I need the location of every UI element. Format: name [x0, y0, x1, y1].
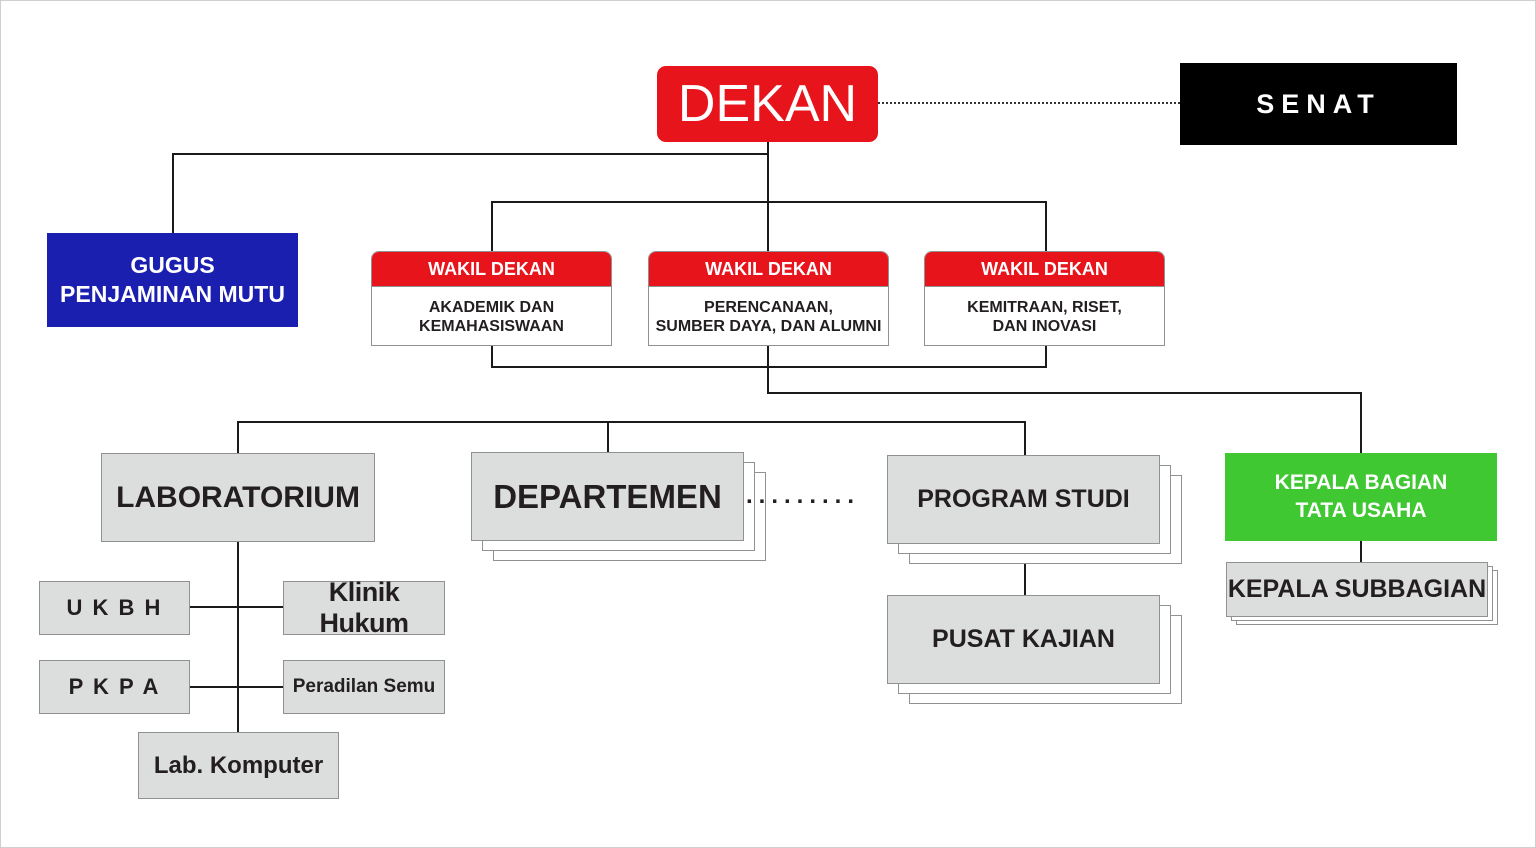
wakil1-drop-line — [491, 201, 493, 252]
wakil-dekan-header: WAKIL DEKAN — [925, 252, 1164, 287]
kepala-bagian-tata-usaha-box: KEPALA BAGIAN TATA USAHA — [1225, 453, 1497, 541]
departemen-box: DEPARTEMEN — [471, 452, 744, 541]
prodi-pusat-line — [1024, 542, 1026, 596]
dekan-senat-dotted-line — [878, 102, 1180, 104]
pusat-kajian-box: PUSAT KAJIAN — [887, 595, 1160, 684]
kepala-subbagian-box: KEPALA SUBBAGIAN — [1226, 562, 1488, 617]
peradilan-semu-box: Peradilan Semu — [283, 660, 445, 714]
dekan-to-gugus-line — [172, 153, 769, 155]
ukbh-klinik-line — [189, 606, 284, 608]
ukbh-box: U K B H — [39, 581, 190, 635]
program-studi-box: PROGRAM STUDI — [887, 455, 1160, 544]
lab-drop-line — [237, 421, 239, 453]
wakil-dekan-akademik-box: WAKIL DEKAN AKADEMIK DAN KEMAHASISWAAN — [371, 251, 612, 346]
laboratorium-box: LABORATORIUM — [101, 453, 375, 542]
klinik-hukum-box: Klinik Hukum — [283, 577, 445, 638]
wakil-dekan-header: WAKIL DEKAN — [649, 252, 888, 287]
wakil-top-bus — [491, 201, 1047, 203]
wakil-bottom-bus — [491, 366, 1047, 368]
wakil-dekan-header: WAKIL DEKAN — [372, 252, 611, 287]
kabag-subbagian-line — [1360, 540, 1362, 564]
lab-trunk-line — [237, 541, 239, 734]
pkpa-box: P K P A — [39, 660, 190, 714]
kabag-drop-line — [1360, 392, 1362, 454]
gugus-penjaminan-mutu-box: GUGUS PENJAMINAN MUTU — [47, 233, 298, 327]
wakil-dekan-kemitraan-box: WAKIL DEKAN KEMITRAAN, RISET, DAN INOVAS… — [924, 251, 1165, 346]
senat-box: SENAT — [1180, 63, 1457, 145]
wakil-dekan-portfolio: AKADEMIK DAN KEMAHASISWAAN — [419, 299, 564, 335]
dekan-box: DEKAN — [657, 66, 878, 142]
departemen-prodi-dotted-link: ......... — [746, 482, 861, 509]
prodi-drop-line — [1024, 421, 1026, 456]
units-bus-line — [237, 421, 1026, 423]
wakil-dekan-perencanaan-box: WAKIL DEKAN PERENCANAAN, SUMBER DAYA, DA… — [648, 251, 889, 346]
wakil-dekan-portfolio: PERENCANAAN, SUMBER DAYA, DAN ALUMNI — [655, 299, 882, 335]
wakil3-drop-line — [1045, 201, 1047, 252]
wakil1-rise-line — [491, 345, 493, 368]
wakil-dekan-portfolio: KEMITRAAN, RISET, DAN INOVASI — [967, 299, 1122, 335]
gugus-drop-line — [172, 153, 174, 233]
pkpa-peradilan-line — [189, 686, 284, 688]
lab-komputer-box: Lab. Komputer — [138, 732, 339, 799]
departemen-drop-line — [607, 421, 609, 453]
wakil3-rise-line — [1045, 345, 1047, 368]
kabag-bus-line — [767, 392, 1362, 394]
